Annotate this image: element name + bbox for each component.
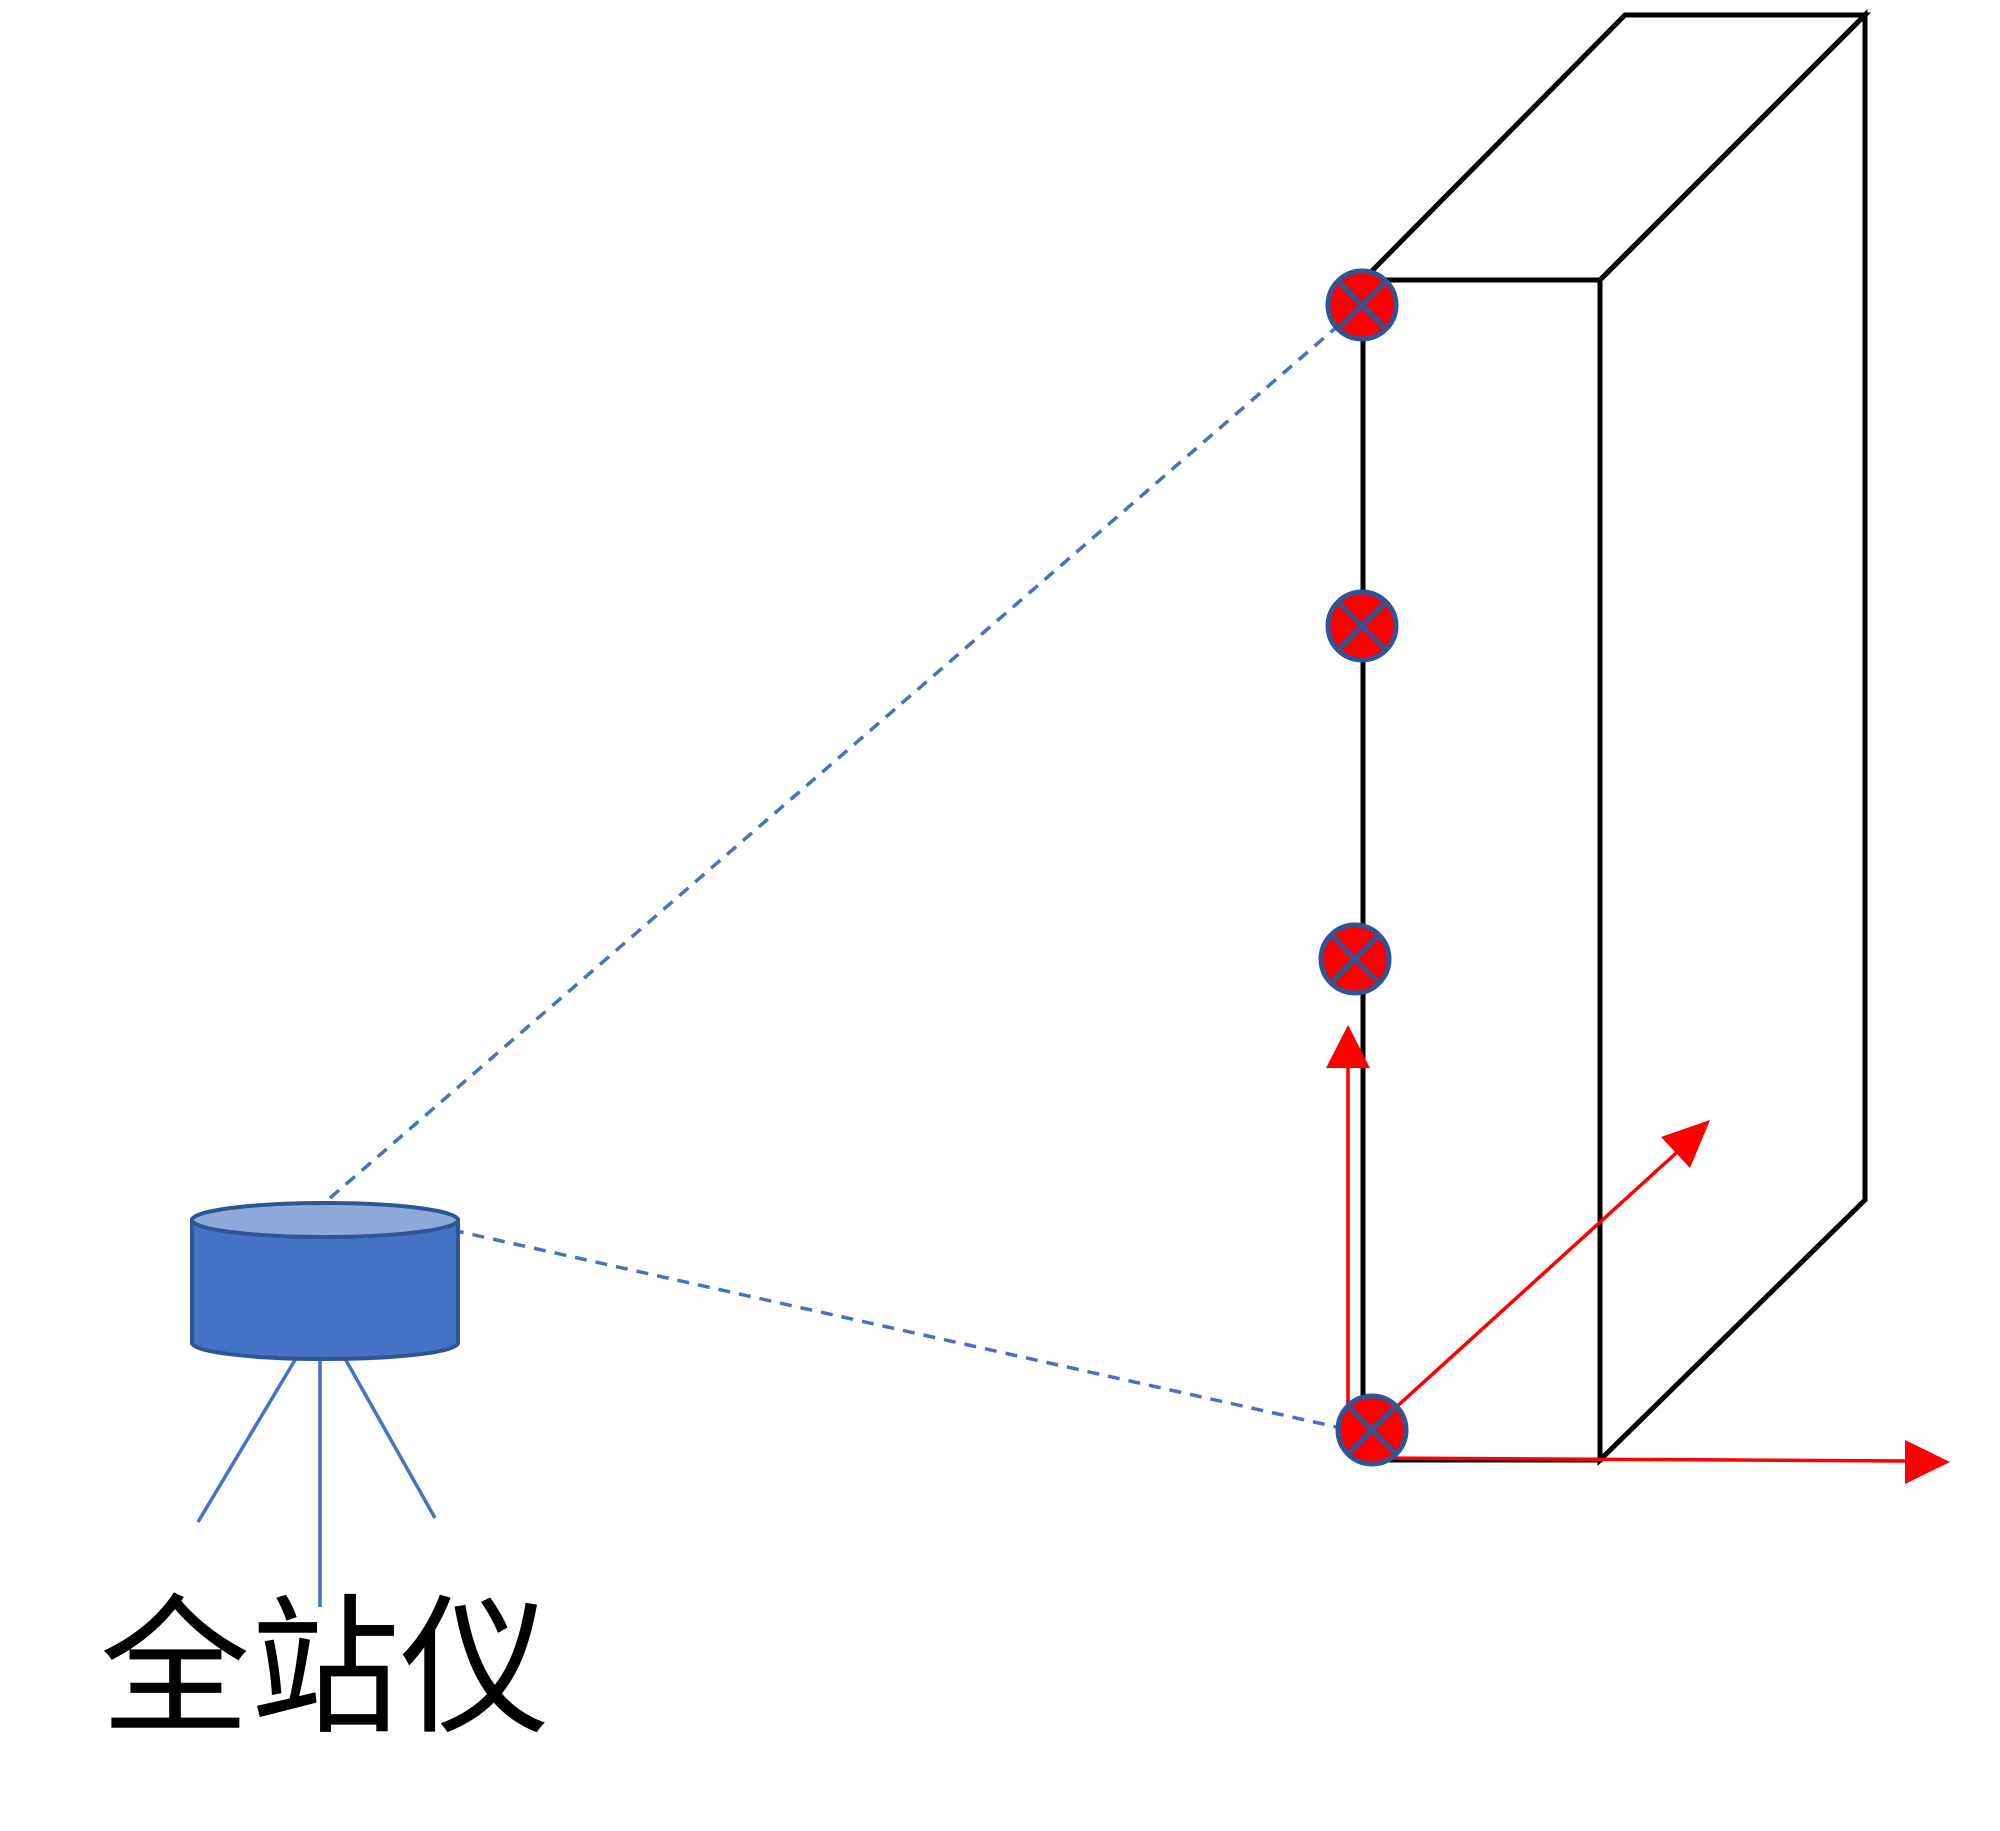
- target-cross-icon: [1325, 268, 1399, 342]
- axis-x-arrowhead: [1905, 1440, 1950, 1484]
- coordinate-axes: [1326, 1025, 1950, 1484]
- building-top-face: [1357, 12, 1872, 283]
- sight-lines: [328, 303, 1364, 1432]
- total-station-icon: [190, 1201, 460, 1607]
- tripod-legs: [196, 1354, 437, 1607]
- axis-y-arrowhead: [1661, 1120, 1710, 1168]
- sight-line-top: [328, 303, 1364, 1200]
- axis-y-line: [1380, 1143, 1687, 1422]
- axis-z-arrowhead: [1326, 1025, 1370, 1068]
- target-cross-icon: [1318, 922, 1392, 996]
- building-box: [1357, 8, 1872, 1466]
- building-front-face: [1360, 277, 1603, 1463]
- target-cross-icon: [1335, 1393, 1409, 1467]
- target-cross-icon: [1325, 589, 1399, 663]
- instrument-label: 全站仪: [100, 1582, 550, 1756]
- sight-line-bottom: [451, 1228, 1351, 1432]
- instrument-body: [190, 1218, 460, 1361]
- building-right-face: [1597, 8, 1868, 1466]
- axis-x-line: [1374, 1456, 1906, 1463]
- target-markers: [1318, 268, 1409, 1467]
- instrument-top: [190, 1201, 460, 1239]
